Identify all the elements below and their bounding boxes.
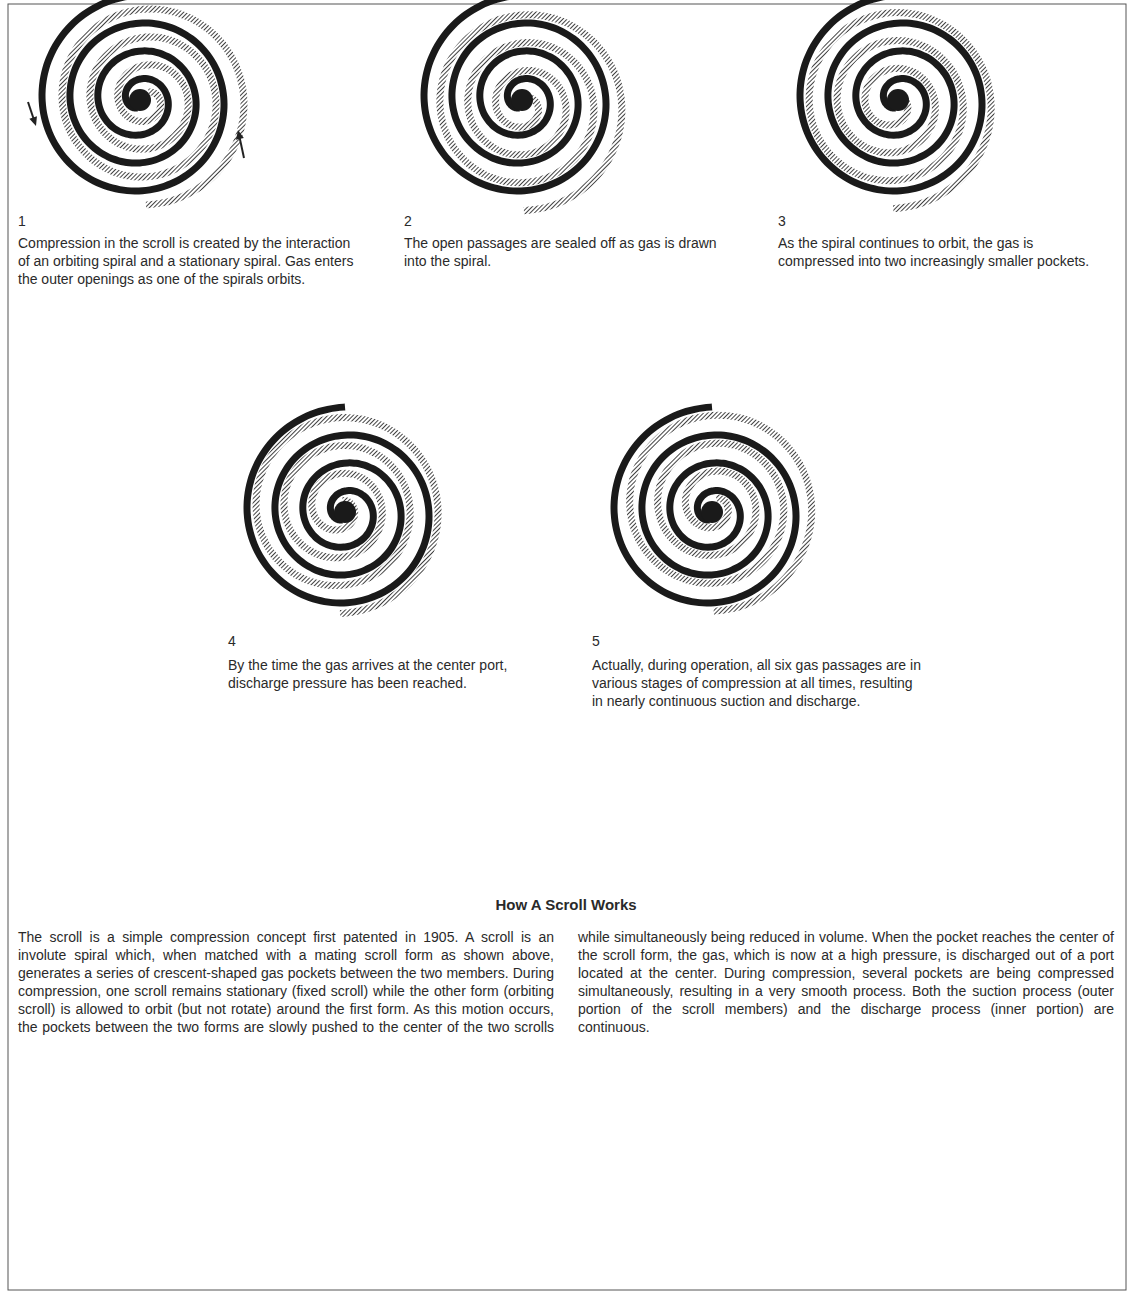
arrow-head	[236, 130, 244, 140]
step-caption: Compression in the scroll is created by …	[18, 234, 358, 288]
discharge-port	[887, 89, 909, 111]
scroll-pair	[800, 0, 991, 209]
scroll-pair	[424, 0, 622, 211]
discharge-port	[129, 89, 151, 111]
step-caption: By the time the gas arrives at the cente…	[228, 656, 558, 692]
step-caption: The open passages are sealed off as gas …	[404, 234, 734, 270]
orbiting-scroll	[440, 15, 622, 211]
orbiting-scroll	[256, 418, 438, 614]
callout-number: 3	[778, 212, 808, 230]
orbiting-scroll	[809, 13, 991, 209]
orbiting-scroll	[62, 9, 244, 205]
orbiting-scroll	[630, 415, 812, 611]
scroll-pair	[247, 407, 438, 614]
scroll-pair	[28, 0, 244, 205]
discharge-port	[511, 89, 533, 111]
callout-number: 4	[228, 632, 258, 650]
discharge-port	[334, 501, 356, 523]
callout-number: 5	[592, 632, 622, 650]
flow-arrow	[239, 136, 244, 158]
body-text: The scroll is a simple compression conce…	[18, 928, 1114, 1036]
scroll-pair	[614, 407, 812, 611]
callout-number: 2	[404, 212, 434, 230]
fixed-scroll	[614, 407, 796, 603]
callout-number: 1	[18, 212, 48, 230]
step-caption: As the spiral continues to orbit, the ga…	[778, 234, 1113, 270]
discharge-port	[701, 501, 723, 523]
frame	[8, 4, 1126, 1290]
step-caption: Actually, during operation, all six gas …	[592, 656, 927, 710]
section-title: How A Scroll Works	[18, 896, 1114, 914]
fixed-scroll	[42, 0, 224, 191]
arrow-head	[29, 116, 37, 126]
